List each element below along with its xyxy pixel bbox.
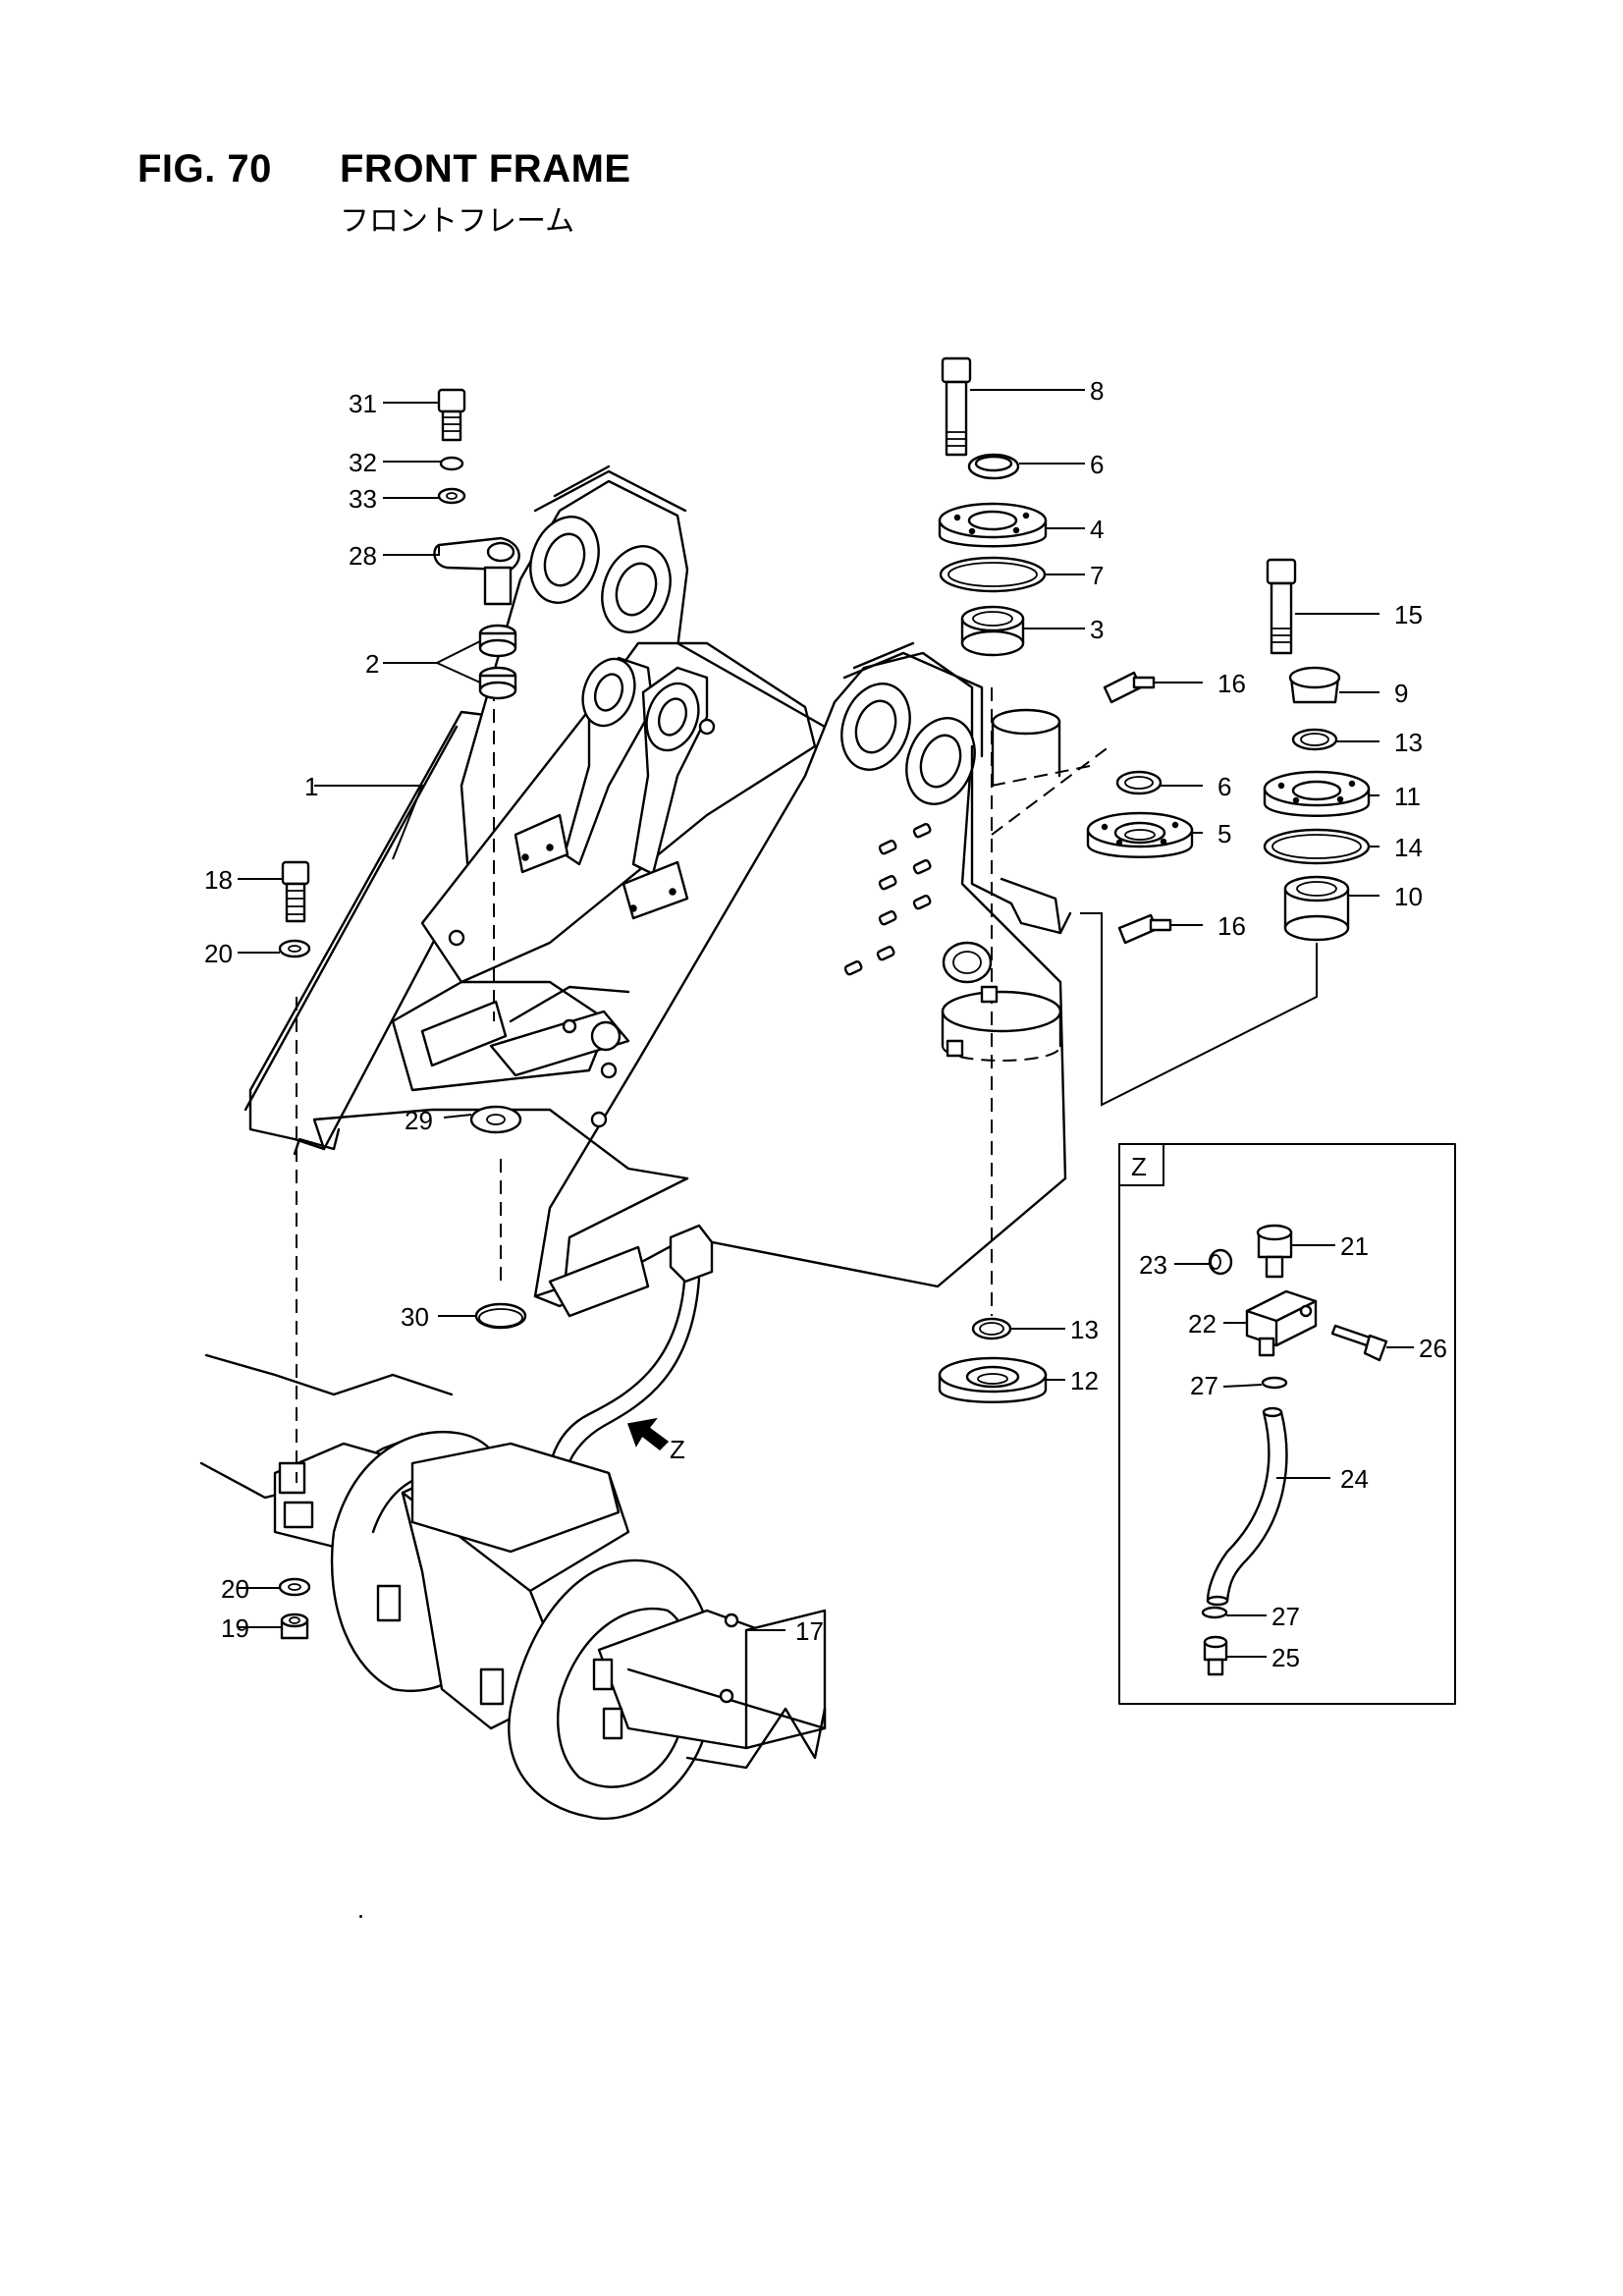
callout-32: 32: [349, 448, 377, 477]
stray-dot: [359, 1915, 362, 1918]
callout-20: 20: [204, 939, 233, 968]
callout-12: 12: [1070, 1366, 1099, 1395]
view-z-arrow: [626, 1417, 670, 1450]
callout-3: 3: [1090, 615, 1104, 644]
callout-7: 7: [1090, 561, 1104, 590]
callout-27: 27: [1190, 1371, 1218, 1400]
callout-20-lower: 20: [221, 1574, 249, 1604]
callout-15: 15: [1394, 600, 1423, 629]
callout-28: 28: [349, 541, 377, 571]
callout-5: 5: [1217, 819, 1231, 848]
callout-2: 2: [365, 649, 379, 679]
callout-23: 23: [1139, 1250, 1167, 1280]
callout-4: 4: [1090, 515, 1104, 544]
callout-14: 14: [1394, 833, 1423, 862]
lower-kingpin-boss: [938, 941, 1062, 1403]
callout-11: 11: [1394, 782, 1421, 811]
callout-26: 26: [1419, 1334, 1447, 1363]
right-stack: [1080, 558, 1371, 1107]
detail-z-tag: Z: [1131, 1152, 1147, 1181]
callout-labels: 31 32 33 28 2 1 18 20 29 30 20 19 17 8 6…: [204, 376, 1447, 1672]
detail-view-z: [1118, 1143, 1456, 1705]
callout-33: 33: [349, 484, 377, 514]
washer-29-snap-ring-30: [469, 1105, 527, 1330]
upper-frame-boss: [991, 708, 1194, 858]
left-pin-stack: [433, 388, 520, 700]
page-title: FRONT FRAME: [340, 147, 631, 191]
front-axle-assembly: [199, 1353, 827, 1821]
callout-17: 17: [795, 1616, 824, 1646]
callout-10: 10: [1394, 882, 1423, 911]
callout-6: 6: [1090, 450, 1104, 479]
callout-24: 24: [1340, 1464, 1369, 1494]
callout-1: 1: [304, 772, 318, 801]
grease-nipples-16: [1103, 671, 1172, 945]
page-subtitle-japanese: フロントフレーム: [340, 205, 575, 238]
callout-6-lower: 6: [1217, 772, 1231, 801]
callout-27-lower: 27: [1271, 1602, 1300, 1631]
callout-18: 18: [204, 865, 233, 895]
callout-13-lower: 13: [1070, 1315, 1099, 1344]
leader-lines: [238, 389, 1414, 1658]
bolt-18-and-washers: [278, 860, 311, 1640]
callout-30: 30: [401, 1302, 429, 1332]
upper-kingpin-stack: [938, 356, 1048, 657]
view-z-arrow-label: Z: [670, 1435, 685, 1464]
figure-number: FIG. 70: [137, 147, 272, 191]
callout-19: 19: [221, 1613, 249, 1643]
callout-8: 8: [1090, 376, 1104, 406]
callout-13: 13: [1394, 728, 1423, 757]
callout-25: 25: [1271, 1643, 1300, 1672]
callout-22: 22: [1188, 1309, 1217, 1339]
callout-31: 31: [349, 389, 377, 418]
callout-16-lower: 16: [1217, 911, 1246, 941]
callout-29: 29: [405, 1106, 433, 1135]
callout-21: 21: [1340, 1231, 1369, 1261]
callout-9: 9: [1394, 679, 1408, 708]
front-frame-body: [243, 465, 1072, 1318]
callout-16: 16: [1217, 669, 1246, 698]
